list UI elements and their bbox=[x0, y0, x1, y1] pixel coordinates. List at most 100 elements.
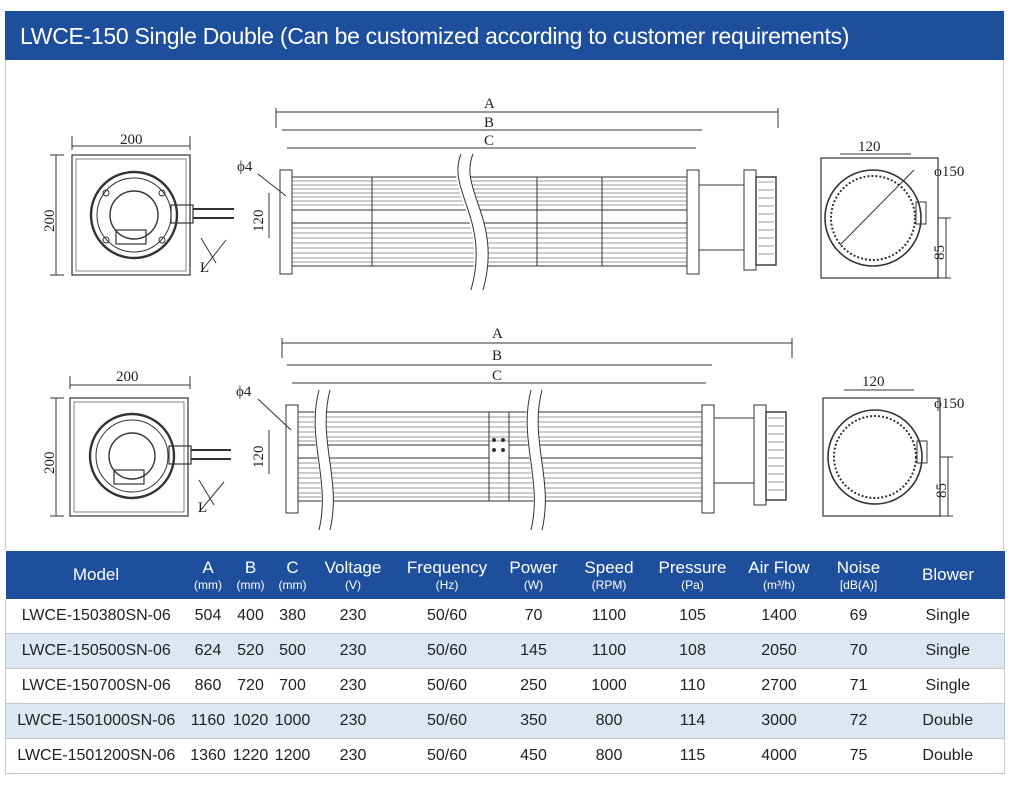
spec-table: Model A(mm) B(mm) C(mm) Voltage(V) Frequ… bbox=[5, 551, 1005, 774]
cell-model: LWCE-150700SN-06 bbox=[5, 668, 187, 704]
top-side-view: 200 200 L bbox=[42, 132, 234, 276]
cell-voltage: 230 bbox=[313, 599, 393, 634]
cell-b: 1020 bbox=[229, 703, 272, 739]
top-side-width-label: 200 bbox=[120, 132, 143, 148]
top-dim-a: A bbox=[484, 96, 495, 112]
cell-model: LWCE-150500SN-06 bbox=[5, 633, 187, 669]
top-lead-label: L bbox=[200, 260, 209, 276]
cell-pressure: 108 bbox=[652, 633, 733, 669]
cell-a: 1160 bbox=[186, 703, 230, 739]
bottom-end-view: 120 ϕ150 85 bbox=[822, 374, 964, 517]
cell-voltage: 230 bbox=[313, 633, 393, 669]
top-height-120: 120 bbox=[251, 210, 267, 233]
table-row: LWCE-150500SN-06 624 520 500 230 50/60 1… bbox=[5, 633, 1005, 669]
cell-noise: 75 bbox=[825, 738, 892, 774]
cell-frequency: 50/60 bbox=[392, 738, 502, 774]
cell-pressure: 105 bbox=[652, 599, 733, 634]
cell-b: 400 bbox=[229, 599, 272, 634]
cell-speed: 1100 bbox=[565, 599, 653, 634]
technical-drawings: 200 200 L A B C ϕ4 120 bbox=[42, 96, 964, 532]
top-end-width: 120 bbox=[858, 139, 881, 155]
cell-frequency: 50/60 bbox=[392, 668, 502, 704]
top-side-height-label: 200 bbox=[42, 210, 58, 233]
cell-model: LWCE-1501000SN-06 bbox=[5, 703, 187, 739]
title-bar: LWCE-150 Single Double (Can be customize… bbox=[5, 11, 1004, 60]
cell-noise: 70 bbox=[825, 633, 892, 669]
cell-a: 624 bbox=[186, 633, 230, 669]
col-power: Power(W) bbox=[501, 551, 566, 599]
cell-blower: Double bbox=[891, 703, 1005, 739]
cell-a: 504 bbox=[186, 599, 230, 634]
cell-voltage: 230 bbox=[313, 738, 393, 774]
cell-voltage: 230 bbox=[313, 703, 393, 739]
bottom-phi4: ϕ4 bbox=[236, 384, 252, 400]
cell-speed: 1100 bbox=[565, 633, 653, 669]
bottom-side-height-label: 200 bbox=[42, 452, 58, 475]
cell-a: 860 bbox=[186, 668, 230, 704]
technical-drawing-area: 200 200 L A B C ϕ4 120 bbox=[5, 60, 1004, 550]
bottom-end-width: 120 bbox=[862, 374, 885, 390]
table-row: LWCE-150700SN-06 860 720 700 230 50/60 2… bbox=[5, 668, 1005, 704]
col-speed: Speed(RPM) bbox=[565, 551, 653, 599]
cell-frequency: 50/60 bbox=[392, 633, 502, 669]
cell-speed: 1000 bbox=[565, 668, 653, 704]
cell-power: 450 bbox=[501, 738, 566, 774]
bottom-side-width-label: 200 bbox=[116, 369, 139, 385]
cell-noise: 69 bbox=[825, 599, 892, 634]
page-title: LWCE-150 Single Double (Can be customize… bbox=[20, 23, 850, 49]
cell-air-flow: 3000 bbox=[732, 703, 826, 739]
cell-a: 1360 bbox=[186, 738, 230, 774]
cell-pressure: 110 bbox=[652, 668, 733, 704]
cell-air-flow: 1400 bbox=[732, 599, 826, 634]
cell-frequency: 50/60 bbox=[392, 599, 502, 634]
cell-blower: Single bbox=[891, 668, 1005, 704]
col-c: C(mm) bbox=[271, 551, 314, 599]
cell-power: 350 bbox=[501, 703, 566, 739]
col-noise: Noise[dB(A)] bbox=[825, 551, 892, 599]
cell-model: LWCE-1501200SN-06 bbox=[5, 738, 187, 774]
top-dim-b: B bbox=[484, 115, 494, 131]
cell-b: 520 bbox=[229, 633, 272, 669]
cell-noise: 71 bbox=[825, 668, 892, 704]
top-dim-c: C bbox=[484, 133, 494, 149]
bottom-end-diameter: ϕ150 bbox=[934, 396, 964, 412]
table-row: LWCE-1501200SN-06 1360 1220 1200 230 50/… bbox=[5, 738, 1005, 774]
cell-b: 720 bbox=[229, 668, 272, 704]
col-frequency: Frequency(Hz) bbox=[392, 551, 502, 599]
cell-air-flow: 4000 bbox=[732, 738, 826, 774]
cell-speed: 800 bbox=[565, 738, 653, 774]
bottom-side-view: 200 200 L bbox=[42, 369, 231, 517]
cell-pressure: 115 bbox=[652, 738, 733, 774]
cell-frequency: 50/60 bbox=[392, 703, 502, 739]
cell-power: 70 bbox=[501, 599, 566, 634]
col-air-flow: Air Flow(m³/h) bbox=[732, 551, 826, 599]
col-pressure: Pressure(Pa) bbox=[652, 551, 733, 599]
bottom-dim-a: A bbox=[492, 326, 503, 342]
cell-power: 145 bbox=[501, 633, 566, 669]
cell-air-flow: 2700 bbox=[732, 668, 826, 704]
cell-model: LWCE-150380SN-06 bbox=[5, 599, 187, 634]
cell-c: 500 bbox=[271, 633, 314, 669]
cell-blower: Single bbox=[891, 599, 1005, 634]
cell-c: 700 bbox=[271, 668, 314, 704]
cell-c: 1200 bbox=[271, 738, 314, 774]
cell-voltage: 230 bbox=[313, 668, 393, 704]
table-row: LWCE-1501000SN-06 1160 1020 1000 230 50/… bbox=[5, 703, 1005, 739]
top-end-85: 85 bbox=[932, 245, 948, 260]
cell-blower: Double bbox=[891, 738, 1005, 774]
table-header-row: Model A(mm) B(mm) C(mm) Voltage(V) Frequ… bbox=[5, 551, 1005, 599]
bottom-end-85: 85 bbox=[934, 483, 950, 498]
col-a: A(mm) bbox=[186, 551, 230, 599]
bottom-height-120: 120 bbox=[251, 446, 267, 469]
col-voltage: Voltage(V) bbox=[313, 551, 393, 599]
col-model: Model bbox=[5, 551, 187, 599]
top-front-view-single: A B C ϕ4 120 bbox=[237, 96, 779, 292]
cell-pressure: 114 bbox=[652, 703, 733, 739]
cell-c: 1000 bbox=[271, 703, 314, 739]
top-end-view: 120 ϕ150 85 bbox=[820, 139, 964, 279]
bottom-dim-c: C bbox=[492, 368, 502, 384]
cell-speed: 800 bbox=[565, 703, 653, 739]
col-b: B(mm) bbox=[229, 551, 272, 599]
top-end-diameter: ϕ150 bbox=[934, 164, 964, 180]
bottom-dim-b: B bbox=[492, 348, 502, 364]
